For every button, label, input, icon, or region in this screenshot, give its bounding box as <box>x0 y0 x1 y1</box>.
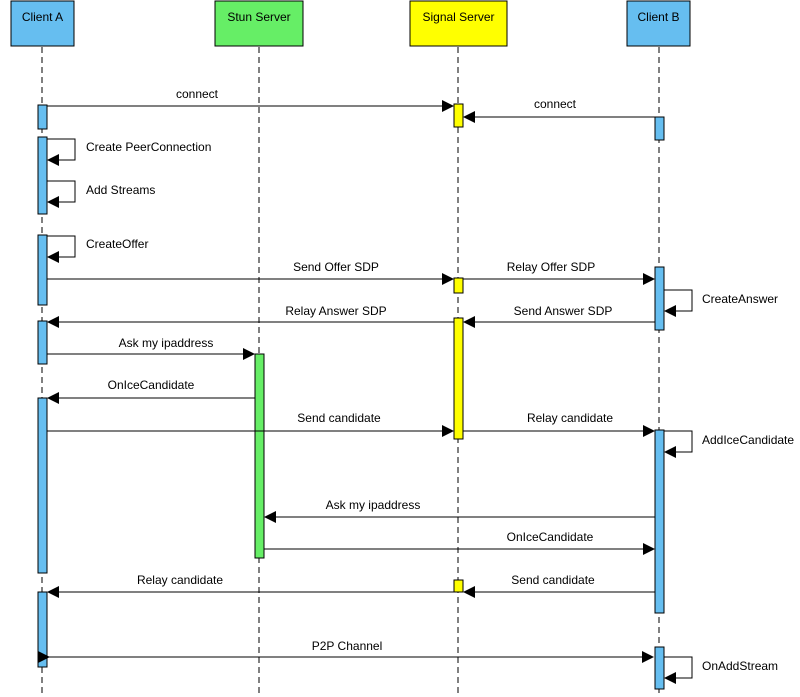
message-label: Send candidate <box>511 573 595 587</box>
activation-signal-server <box>453 277 464 294</box>
self-message-arrow <box>47 180 76 208</box>
activation-stun-server <box>254 353 265 559</box>
participant-label-signal-server: Signal Server <box>422 10 494 24</box>
participant-label-stun-server: Stun Server <box>227 10 290 24</box>
message-label: connect <box>534 97 577 111</box>
participant-box-stun-server <box>214 0 304 47</box>
participant-label-client-b: Client B <box>637 10 679 24</box>
participant-box-signal-server <box>409 0 508 47</box>
message-label: Send Offer SDP <box>293 260 379 274</box>
message-arrows <box>38 100 693 684</box>
activation-signal-server <box>453 103 464 128</box>
activation-client-a <box>37 320 48 365</box>
activation-client-b <box>654 116 665 141</box>
activation-signal-server <box>453 579 464 593</box>
activation-client-b <box>654 266 665 331</box>
message-label: Ask my ipaddress <box>326 498 421 512</box>
activation-client-a <box>37 136 48 215</box>
message-label: Send candidate <box>297 411 381 425</box>
activation-client-a <box>37 591 48 668</box>
activation-client-a <box>37 104 48 130</box>
activation-client-b <box>654 429 665 614</box>
message-labels: connect connect Create PeerConnection Ad… <box>86 87 794 673</box>
message-label: Add Streams <box>86 183 155 197</box>
activation-signal-server <box>453 317 464 440</box>
participant-headers <box>10 0 691 47</box>
message-label: P2P Channel <box>312 639 383 653</box>
activation-client-b <box>654 646 665 690</box>
self-message-arrow <box>664 656 693 684</box>
message-label: connect <box>176 87 219 101</box>
message-label: OnIceCandidate <box>507 530 594 544</box>
participant-label-client-a: Client A <box>22 10 63 24</box>
activation-bars <box>37 103 665 690</box>
message-label: Relay Offer SDP <box>507 260 595 274</box>
message-label: AddIceCandidate <box>702 433 794 447</box>
self-message-arrow <box>47 235 76 263</box>
message-label: CreateOffer <box>86 237 148 251</box>
message-label: Relay Answer SDP <box>285 304 386 318</box>
participant-labels: Client A Stun Server Signal Server Clien… <box>22 10 680 24</box>
self-message-arrow <box>664 289 693 317</box>
message-label: Create PeerConnection <box>86 140 211 154</box>
message-label: Send Answer SDP <box>514 304 613 318</box>
self-message-arrow <box>664 430 693 458</box>
participant-box-client-a <box>10 0 75 47</box>
message-label: OnIceCandidate <box>108 378 195 392</box>
self-message-arrow <box>47 138 76 166</box>
participant-box-client-b <box>626 0 691 47</box>
message-label: Ask my ipaddress <box>119 336 214 350</box>
message-label: Relay candidate <box>137 573 223 587</box>
activation-client-a <box>37 397 48 574</box>
message-label: Relay candidate <box>527 411 613 425</box>
message-label: OnAddStream <box>702 659 778 673</box>
message-label: CreateAnswer <box>702 292 778 306</box>
activation-client-a <box>37 234 48 306</box>
